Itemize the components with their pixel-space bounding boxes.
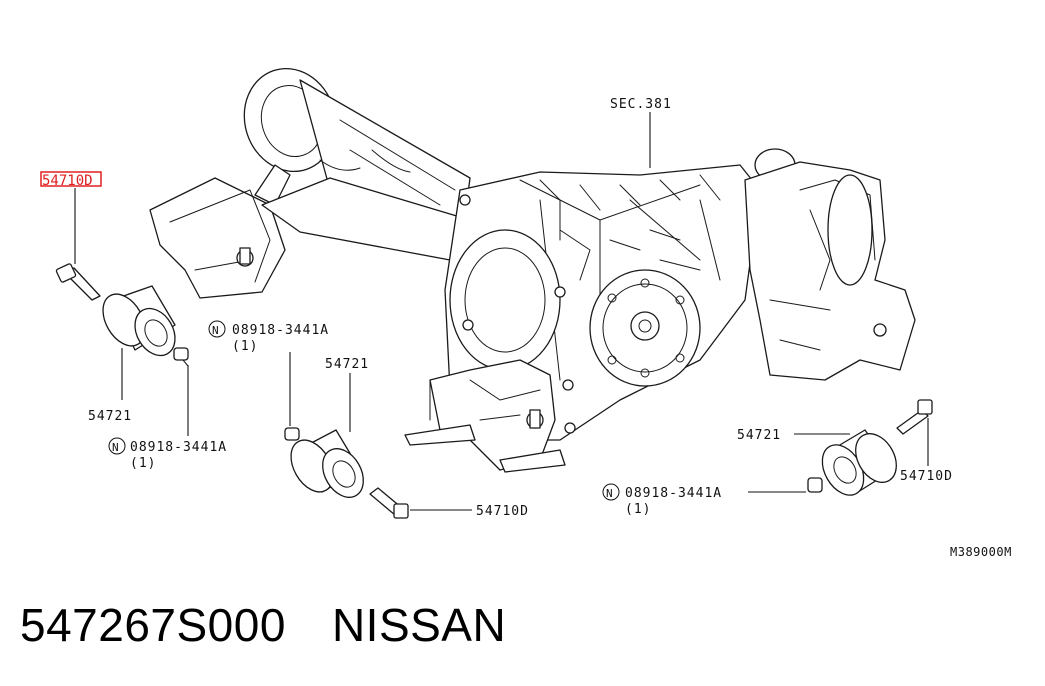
callout-nut-right[interactable]: 08918-3441A [625,486,722,501]
callout-insulator-center[interactable]: 54721 [325,357,369,372]
callout-insulator-right[interactable]: 54721 [737,428,781,443]
part-number: 547267S000 [20,599,286,651]
callout-highlighted-part[interactable]: 54710D [42,173,93,189]
nut-symbol-left [108,437,126,455]
callout-nut-center-qty: (1) [232,339,258,354]
brand-name: NISSAN [331,599,507,651]
callout-bolt-center[interactable]: 54710D [476,504,529,519]
insulator-right [821,429,897,496]
highlight-box [40,171,102,187]
nut-symbol-right [602,483,620,501]
nut-symbol-center [208,320,226,338]
bolt-left-highlighted [55,263,101,301]
bolt-right [896,399,933,435]
leader-lines [74,112,929,511]
callout-nut-center[interactable]: 08918-3441A [232,323,329,338]
insulator-center [290,429,364,498]
callout-bolt-right[interactable]: 54710D [900,469,953,484]
bolt-center [369,487,409,519]
figure-code: M389000M [950,545,1012,559]
callout-nut-left-qty: (1) [130,456,156,471]
insulator-left [102,285,176,357]
callout-nut-right-qty: (1) [625,502,651,517]
nut-left [173,347,189,367]
section-reference[interactable]: SEC.381 [610,97,672,112]
callout-insulator-left[interactable]: 54721 [88,409,132,424]
nut-center [284,427,300,441]
nut-symbol-center-letter: N [212,324,220,337]
rear-axle-assembly-drawing [149,67,916,473]
caption: 547267S000 NISSAN [20,598,506,652]
nut-right [807,477,823,493]
callout-nut-left[interactable]: 08918-3441A [130,440,227,455]
nut-symbol-left-letter: N [112,441,120,454]
nut-symbol-right-letter: N [606,487,614,500]
